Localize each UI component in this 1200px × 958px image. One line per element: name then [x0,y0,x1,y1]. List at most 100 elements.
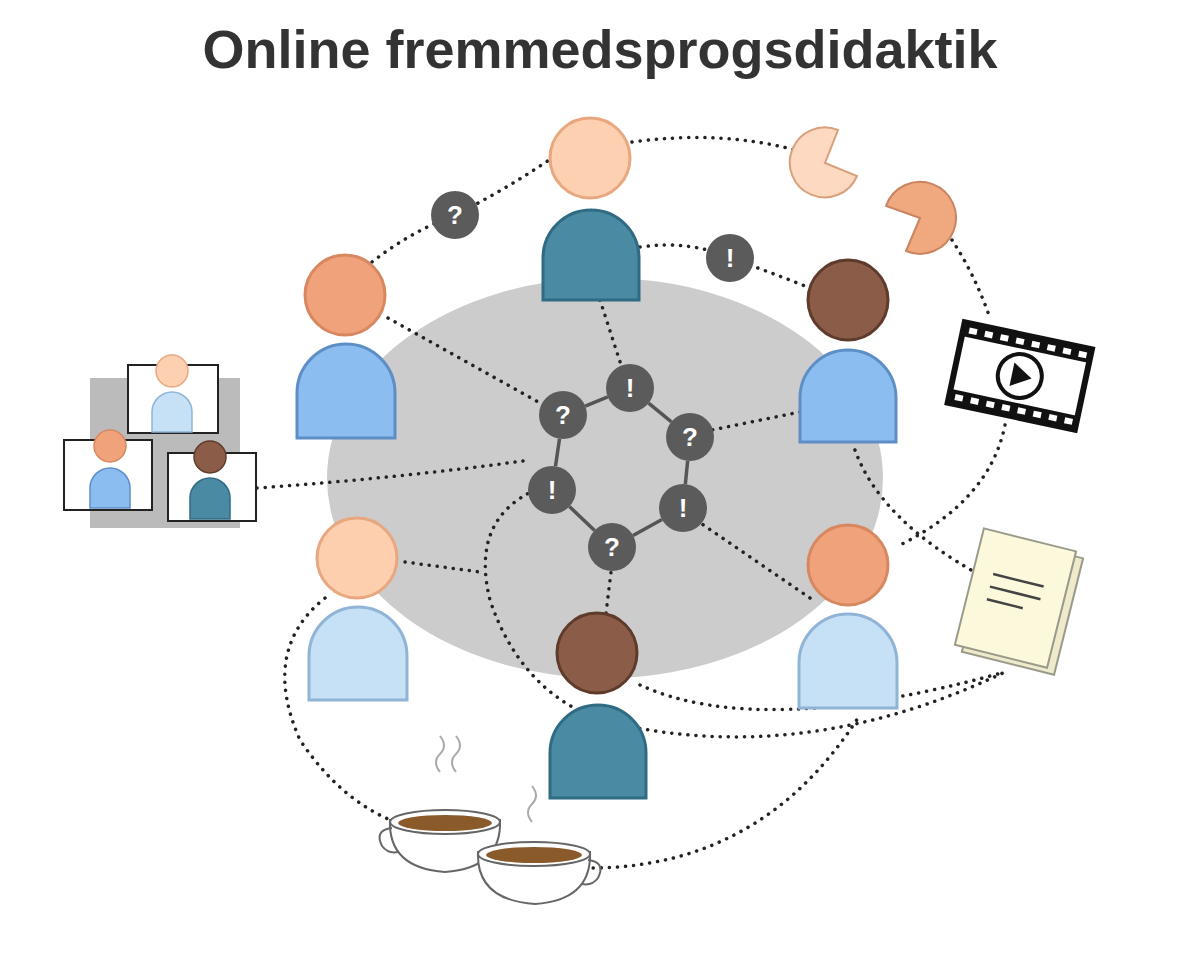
person-body [297,344,395,438]
dotted-line [952,240,990,318]
film-icon [1078,351,1087,359]
document-icon [955,528,1076,667]
person-head [557,613,637,693]
coffee-cups [380,736,601,904]
video-call-icon [94,430,126,462]
film-icon [1064,417,1073,425]
document-icon [987,599,1023,608]
pacman-piece [790,127,857,197]
person-body [799,614,897,708]
film-icon [970,397,979,405]
person-body [800,350,896,442]
symbol-circle: ! [706,234,754,282]
symbol-circle: ? [539,391,587,439]
film-icon [969,328,978,336]
ring-connector [585,397,607,406]
symbol-mark: ! [726,245,735,271]
puzzle-pacman [790,127,956,253]
person-head [808,260,888,340]
film-icon [948,322,1092,429]
person-head [317,518,397,598]
film-icon [994,350,1046,402]
person [799,525,897,708]
person [297,255,395,438]
dotted-line [405,562,480,572]
film-icon [1031,341,1040,349]
dotted-line [900,425,1005,545]
coffee-cups [582,860,600,884]
document-icon [993,574,1043,587]
coffee-cups [398,815,492,831]
coffee-cups [436,736,460,772]
film-icon [1001,404,1010,412]
symbol-mark: ? [604,534,620,560]
symbol-circle: ! [659,484,707,532]
video-call-icon [152,392,192,432]
ring-connector [685,461,687,484]
coffee-cups [486,847,582,863]
person [550,613,646,798]
person [800,260,896,442]
video-call-icon [156,355,188,387]
dotted-line [388,318,540,403]
person [309,518,407,700]
symbol-mark: ! [626,375,635,401]
video-call-icon [90,468,130,508]
video-call-icon [194,441,226,473]
dotted-line [600,300,622,368]
film-icon [1015,337,1024,345]
dotted-line [372,158,552,262]
film-icon [1000,334,1009,342]
person-body [543,210,639,300]
ring-connector [649,403,672,422]
person-body [550,705,646,798]
person [543,118,639,300]
film-icon [1017,407,1026,415]
film-icon [986,401,995,409]
symbol-circle: ! [528,466,576,514]
person-body [309,607,407,700]
film-icon [1047,344,1056,352]
symbol-circle: ! [606,364,654,412]
document-icon [955,528,1083,674]
dotted-line [485,490,1005,737]
symbol-mark: ? [682,424,698,450]
pacman-piece [886,182,956,254]
film-icon [1048,414,1057,422]
symbol-circle: ? [588,523,636,571]
person-head [550,118,630,198]
film-icon [954,328,1087,425]
film-icon [954,394,963,402]
dotted-line [257,460,530,488]
video-call-icon [190,478,230,519]
diagram-title: Online fremmedsprogsdidaktik [0,18,1200,80]
video-call-icon [64,355,256,528]
coffee-cups [528,786,536,822]
ring-connector [555,439,559,467]
ring-connector [569,507,594,531]
symbol-mark: ? [555,402,571,428]
dotted-line [606,572,611,613]
dotted-line [712,412,800,430]
dotted-line [632,138,795,151]
dotted-line [257,138,1005,869]
film-icon [1009,363,1034,391]
film-icon [1062,347,1071,355]
coffee-cups [478,842,590,866]
symbol-mark: ? [447,202,463,228]
dotted-line [702,524,810,598]
film-icon [984,331,993,339]
document-icon [987,574,1044,612]
ring-connector [633,520,662,536]
person-head [808,525,888,605]
symbol-circle: ? [431,191,479,239]
coffee-cups [390,810,500,834]
document-icon [990,587,1040,600]
coffee-cups [380,828,398,852]
symbol-mark: ! [679,495,688,521]
symbol-circle: ? [666,413,714,461]
symbol-mark: ! [548,477,557,503]
